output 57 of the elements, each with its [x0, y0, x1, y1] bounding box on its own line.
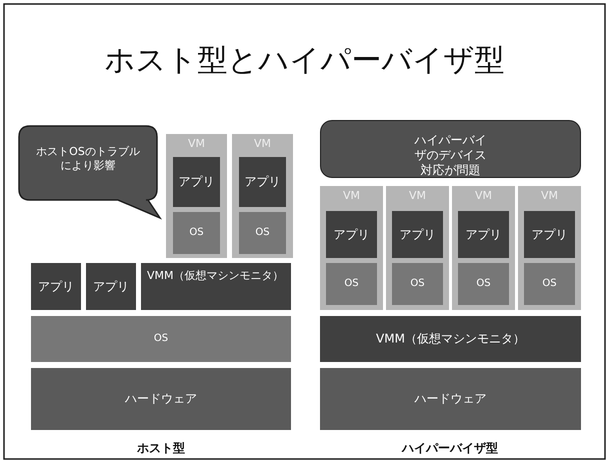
box-label: ハードウェア	[124, 392, 198, 406]
box-label: アプリ	[530, 227, 568, 242]
box-label: アプリ	[244, 174, 282, 190]
os-box	[239, 212, 286, 254]
box-label: VM	[474, 189, 493, 203]
os-box	[458, 263, 509, 305]
app-box	[524, 211, 575, 258]
box-label: OS	[409, 278, 426, 290]
app-box	[458, 211, 509, 258]
vm-box	[518, 186, 581, 310]
box-label: ハイパーバイザのデバイス対応が問題	[414, 133, 488, 178]
box-label: VMM（仮想マシンモニタ）	[147, 269, 285, 283]
box-label: OS	[343, 278, 360, 290]
app-box	[239, 157, 286, 207]
box-label: アプリ	[92, 279, 130, 294]
box-label: OS	[152, 332, 170, 346]
box-label: ホストOSのトラブルにより影響	[35, 145, 141, 172]
app-box	[31, 263, 81, 310]
os-box	[392, 263, 443, 305]
caption-label: ホスト型	[137, 440, 185, 457]
box-label: アプリ	[37, 279, 75, 294]
app-box	[173, 157, 220, 207]
box-label: アプリ	[464, 227, 502, 242]
box-label: アプリ	[398, 227, 436, 242]
vm-box	[320, 186, 383, 310]
box-label: アプリ	[332, 227, 370, 242]
hardware-box	[31, 368, 291, 430]
os-box	[31, 316, 291, 362]
box-label: VM	[342, 189, 361, 203]
vm-box	[452, 186, 515, 310]
box-label: VM	[186, 137, 206, 151]
speech-bubble	[18, 125, 162, 220]
rounded-callout-box	[320, 120, 581, 178]
vm-box	[166, 134, 227, 258]
box-label: OS	[541, 278, 558, 290]
vmm-box	[320, 316, 581, 362]
caption-label: ハイパーバイザ型	[402, 440, 498, 457]
box-label: OS	[188, 226, 205, 240]
box-label: VM	[540, 189, 559, 203]
box-label: VMM（仮想マシンモニタ）	[375, 332, 526, 346]
os-box	[173, 212, 220, 254]
os-box	[326, 263, 377, 305]
app-box	[86, 263, 136, 310]
vm-box	[386, 186, 449, 310]
box-label: OS	[475, 278, 492, 290]
box-label: ハードウェア	[414, 392, 488, 406]
box-label: VM	[252, 137, 272, 151]
hardware-box	[320, 368, 581, 430]
vm-box	[232, 134, 293, 258]
box-label: VM	[408, 189, 427, 203]
box-label: OS	[254, 226, 271, 240]
box-label: アプリ	[178, 174, 216, 190]
os-box	[524, 263, 575, 305]
app-box	[392, 211, 443, 258]
slide-title: ホスト型とハイパーバイザ型	[104, 42, 506, 80]
vmm-box	[141, 263, 291, 310]
app-box	[326, 211, 377, 258]
